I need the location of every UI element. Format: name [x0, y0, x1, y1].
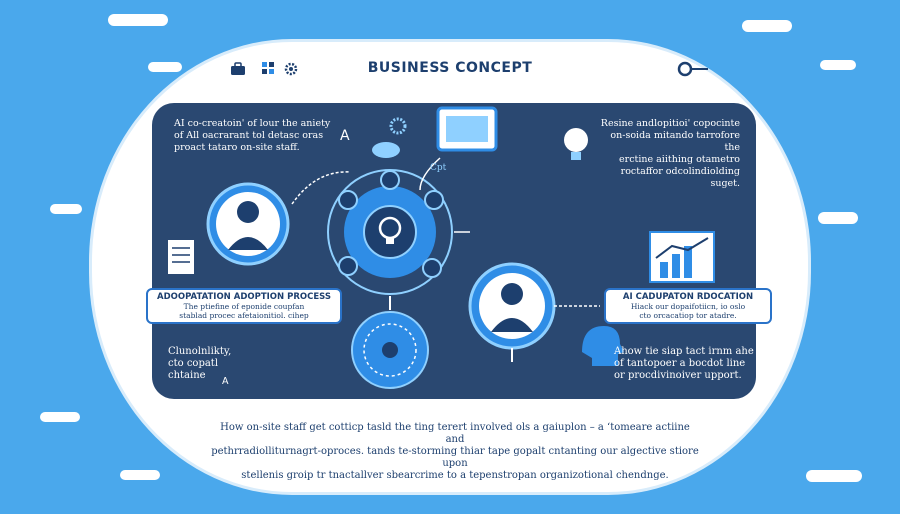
adoption-process-line: stablad procec afetaionitiol. cihep: [179, 311, 309, 320]
cloud-shape: [818, 212, 858, 224]
cloud-shape: [820, 60, 856, 70]
icon-letter: A: [340, 128, 350, 144]
bottom-paragraph: How on-site staff get cotticp tasld the …: [210, 422, 700, 482]
gear-icon: [389, 117, 407, 135]
adoption-process-heading: ADOOPATATION ADOPTION PROCESS: [156, 292, 332, 302]
puzzle-icon: [260, 60, 276, 80]
text-line: AI co-creatoin' of lour the aniety: [174, 118, 331, 129]
text-line: proact tatarо on-site staff.: [174, 142, 300, 153]
text-line: on-soida mitando tarrofore the: [610, 130, 740, 153]
cloud-shape: [50, 204, 82, 214]
adoption-process-box: ADOOPATATION ADOPTION PROCESS The ptiefi…: [146, 288, 342, 324]
ai-rdocation-line: cto orcacatiop tor atadre.: [639, 311, 737, 320]
search-icon: [676, 60, 710, 82]
cloud-shape: [742, 20, 792, 32]
text-line: or procdivinoiver upport.: [614, 370, 742, 381]
gear-icon: [284, 62, 298, 80]
ai-rdocation-box: AI CADUPATON RDOCATION Hiack our dopaifo…: [604, 288, 772, 324]
bottom-left-letter: A: [222, 376, 229, 387]
text-line: cto copatl: [168, 358, 219, 369]
cloud-shape: [120, 470, 160, 480]
top-right-text: Resine andlopitioi' copocinte on-soida m…: [596, 118, 740, 190]
text-line: of All oacrarant tol detasc oras: [174, 130, 324, 141]
mid-label: Cpt: [430, 163, 447, 173]
text-line: of tantopoer a bocdot line: [614, 358, 746, 369]
chart-icon: [649, 231, 715, 283]
cloud-icon: [372, 142, 400, 158]
text-line: chtaine: [168, 370, 206, 381]
page-title: BUSINESS CONCEPT: [367, 60, 533, 76]
adoption-process-line: The ptiefine of eponide coupfan: [183, 302, 305, 311]
person-icon: [206, 182, 290, 266]
text-line: Clunolnlikty,: [168, 346, 232, 357]
briefcase-icon: [230, 62, 246, 80]
top-left-text: AI co-creatoin' of lour the aniety of Al…: [174, 118, 330, 154]
person-icon: [468, 262, 556, 350]
document-icon: [168, 240, 194, 274]
target-icon: [351, 311, 429, 389]
text-line: How on-site staff get cotticp tasld the …: [220, 422, 690, 445]
lightbulb-icon: [564, 128, 588, 160]
network-icon: [327, 169, 453, 295]
text-line: Ahow tie siap tact irnm ahe: [614, 346, 754, 357]
head-profile-icon: [582, 326, 624, 366]
cloud-shape: [108, 14, 168, 26]
text-line: stellenis groip tr tnactallver sbearcrim…: [241, 470, 669, 481]
text-line: erctine aiithing otametro: [619, 154, 740, 165]
text-line: pethrradiolliturnagrt-oproces. tands te-…: [211, 446, 699, 469]
bottom-right-text: Ahow tie siap tact irnm ahe of tantopoer…: [614, 346, 754, 382]
cloud-shape: [40, 412, 80, 422]
lightbulb-icon: [378, 216, 402, 244]
bottom-left-text: Clunolnlikty, cto copatl chtaine: [168, 346, 231, 382]
ai-rdocation-line: Hiack our dopaifotiicn, io oslo: [630, 302, 746, 311]
cloud-shape: [806, 470, 862, 482]
ai-rdocation-heading: AI CADUPATON RDOCATION: [622, 292, 754, 302]
monitor-icon: [436, 106, 498, 152]
text-line: Resine andlopitioi' copocinte: [600, 118, 740, 129]
text-line: roctaffor odcolindiolding suget.: [620, 166, 740, 189]
cloud-shape: [148, 62, 182, 72]
